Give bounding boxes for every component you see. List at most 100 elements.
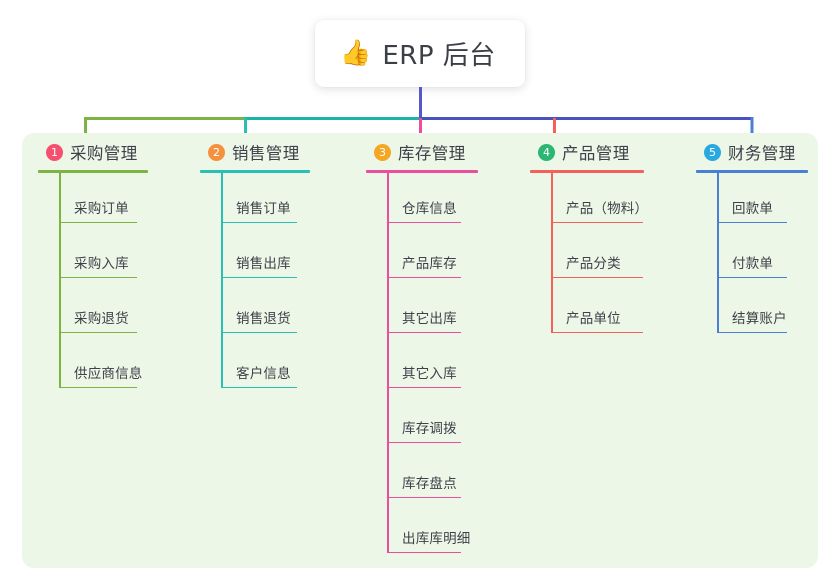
module-title-4: 产品管理 [562, 144, 630, 163]
module-badge-3: 3 [374, 143, 391, 161]
module-item-label: 采购退货 [74, 311, 129, 327]
module-item-rule [387, 551, 461, 553]
module-item-rule [221, 386, 297, 388]
module-item-label: 库存调拨 [402, 421, 457, 437]
module-item[interactable]: 采购入库 [38, 228, 148, 283]
module-header-3[interactable]: 3 库存管理 [366, 140, 478, 164]
thumbs-up-icon: 👍 [340, 39, 372, 67]
module-item-rule [387, 386, 461, 388]
module-item-label: 供应商信息 [74, 366, 143, 382]
module-column-5: 5 财务管理回款单付款单结算账户 [696, 140, 808, 338]
module-item-label: 库存盘点 [402, 476, 457, 492]
root-node-content: 👍 ERP 后台 [340, 35, 496, 72]
root-node-erp-backend[interactable]: 👍 ERP 后台 [315, 20, 525, 87]
module-item-rule [717, 221, 787, 223]
module-item-label: 回款单 [732, 201, 774, 217]
module-item[interactable]: 产品单位 [530, 283, 644, 338]
module-title-2: 销售管理 [232, 144, 300, 163]
module-item[interactable]: 销售出库 [200, 228, 310, 283]
module-item-list-2: 销售订单销售出库销售退货客户信息 [200, 173, 310, 393]
module-item[interactable]: 仓库信息 [366, 173, 478, 228]
module-item[interactable]: 出库库明细 [366, 503, 478, 558]
module-item-label: 产品分类 [566, 256, 621, 272]
module-item-list-5: 回款单付款单结算账户 [696, 173, 808, 338]
module-item[interactable]: 库存盘点 [366, 448, 478, 503]
module-item-rule [551, 276, 643, 278]
module-item[interactable]: 其它出库 [366, 283, 478, 338]
module-badge-5: 5 [704, 143, 721, 161]
module-item-label: 付款单 [732, 256, 774, 272]
module-header-1[interactable]: 1 采购管理 [38, 140, 148, 164]
module-spine-3 [387, 173, 389, 553]
root-node-title: ERP 后台 [382, 41, 496, 71]
module-item-rule [221, 221, 297, 223]
module-item-rule [717, 276, 787, 278]
module-item[interactable]: 回款单 [696, 173, 808, 228]
module-item[interactable]: 采购订单 [38, 173, 148, 228]
module-title-3: 库存管理 [398, 144, 466, 163]
module-item-rule [387, 221, 461, 223]
module-item-rule [551, 331, 643, 333]
module-header-5[interactable]: 5 财务管理 [696, 140, 808, 164]
module-title-5: 财务管理 [728, 144, 796, 163]
module-item[interactable]: 销售退货 [200, 283, 310, 338]
module-header-rule-1 [38, 170, 148, 173]
module-item-list-4: 产品（物料） 产品分类产品单位 [530, 173, 648, 338]
module-header-rule-3 [366, 170, 478, 173]
module-title-1: 采购管理 [70, 144, 138, 163]
module-item-rule [387, 331, 461, 333]
module-item[interactable]: 供应商信息 [38, 338, 148, 393]
module-item-rule [387, 441, 461, 443]
module-item[interactable]: 付款单 [696, 228, 808, 283]
module-item-rule [387, 276, 461, 278]
module-item[interactable]: 产品库存 [366, 228, 478, 283]
modules-panel [22, 133, 818, 568]
module-item-label: 采购入库 [74, 256, 129, 272]
module-spine-5 [717, 173, 719, 333]
module-item-label: 销售退货 [236, 311, 291, 327]
module-item-label: 结算账户 [732, 311, 787, 327]
module-item-rule [59, 386, 137, 388]
module-item-rule [387, 496, 461, 498]
module-item-label: 采购订单 [74, 201, 129, 217]
module-item[interactable]: 结算账户 [696, 283, 808, 338]
module-column-1: 1 采购管理采购订单采购入库采购退货供应商信息 [38, 140, 148, 393]
module-item[interactable]: 产品（物料） [530, 173, 648, 228]
module-spine-2 [221, 173, 223, 388]
module-item-list-1: 采购订单采购入库采购退货供应商信息 [38, 173, 148, 393]
module-item-label: 产品单位 [566, 311, 621, 327]
module-item-label: 客户信息 [236, 366, 291, 382]
module-item[interactable]: 产品分类 [530, 228, 644, 283]
module-item-label: 销售订单 [236, 201, 291, 217]
module-item[interactable]: 库存调拨 [366, 393, 478, 448]
module-item-list-3: 仓库信息产品库存其它出库其它入库库存调拨库存盘点出库库明细 [366, 173, 478, 558]
module-header-rule-2 [200, 170, 310, 173]
module-item-rule [59, 331, 137, 333]
module-spine-4 [551, 173, 553, 333]
module-item-label: 出库库明细 [402, 531, 471, 547]
module-item-rule [221, 276, 297, 278]
module-column-3: 3 库存管理仓库信息产品库存其它出库其它入库库存调拨库存盘点出库库明细 [366, 140, 478, 558]
module-item-rule [59, 276, 137, 278]
module-header-rule-4 [530, 170, 644, 173]
module-item-label: 仓库信息 [402, 201, 457, 217]
module-item-rule [59, 221, 137, 223]
module-item[interactable]: 其它入库 [366, 338, 478, 393]
module-item[interactable]: 客户信息 [200, 338, 310, 393]
module-item-rule [551, 221, 643, 223]
module-spine-1 [59, 173, 61, 388]
module-item-rule [221, 331, 297, 333]
module-item-label: 其它出库 [402, 311, 457, 327]
module-item-label: 销售出库 [236, 256, 291, 272]
module-item-label: 其它入库 [402, 366, 457, 382]
module-badge-1: 1 [46, 143, 63, 161]
module-item[interactable]: 采购退货 [38, 283, 148, 338]
module-item-rule [717, 331, 787, 333]
module-item-label: 产品（物料） [566, 201, 649, 217]
module-item[interactable]: 销售订单 [200, 173, 310, 228]
